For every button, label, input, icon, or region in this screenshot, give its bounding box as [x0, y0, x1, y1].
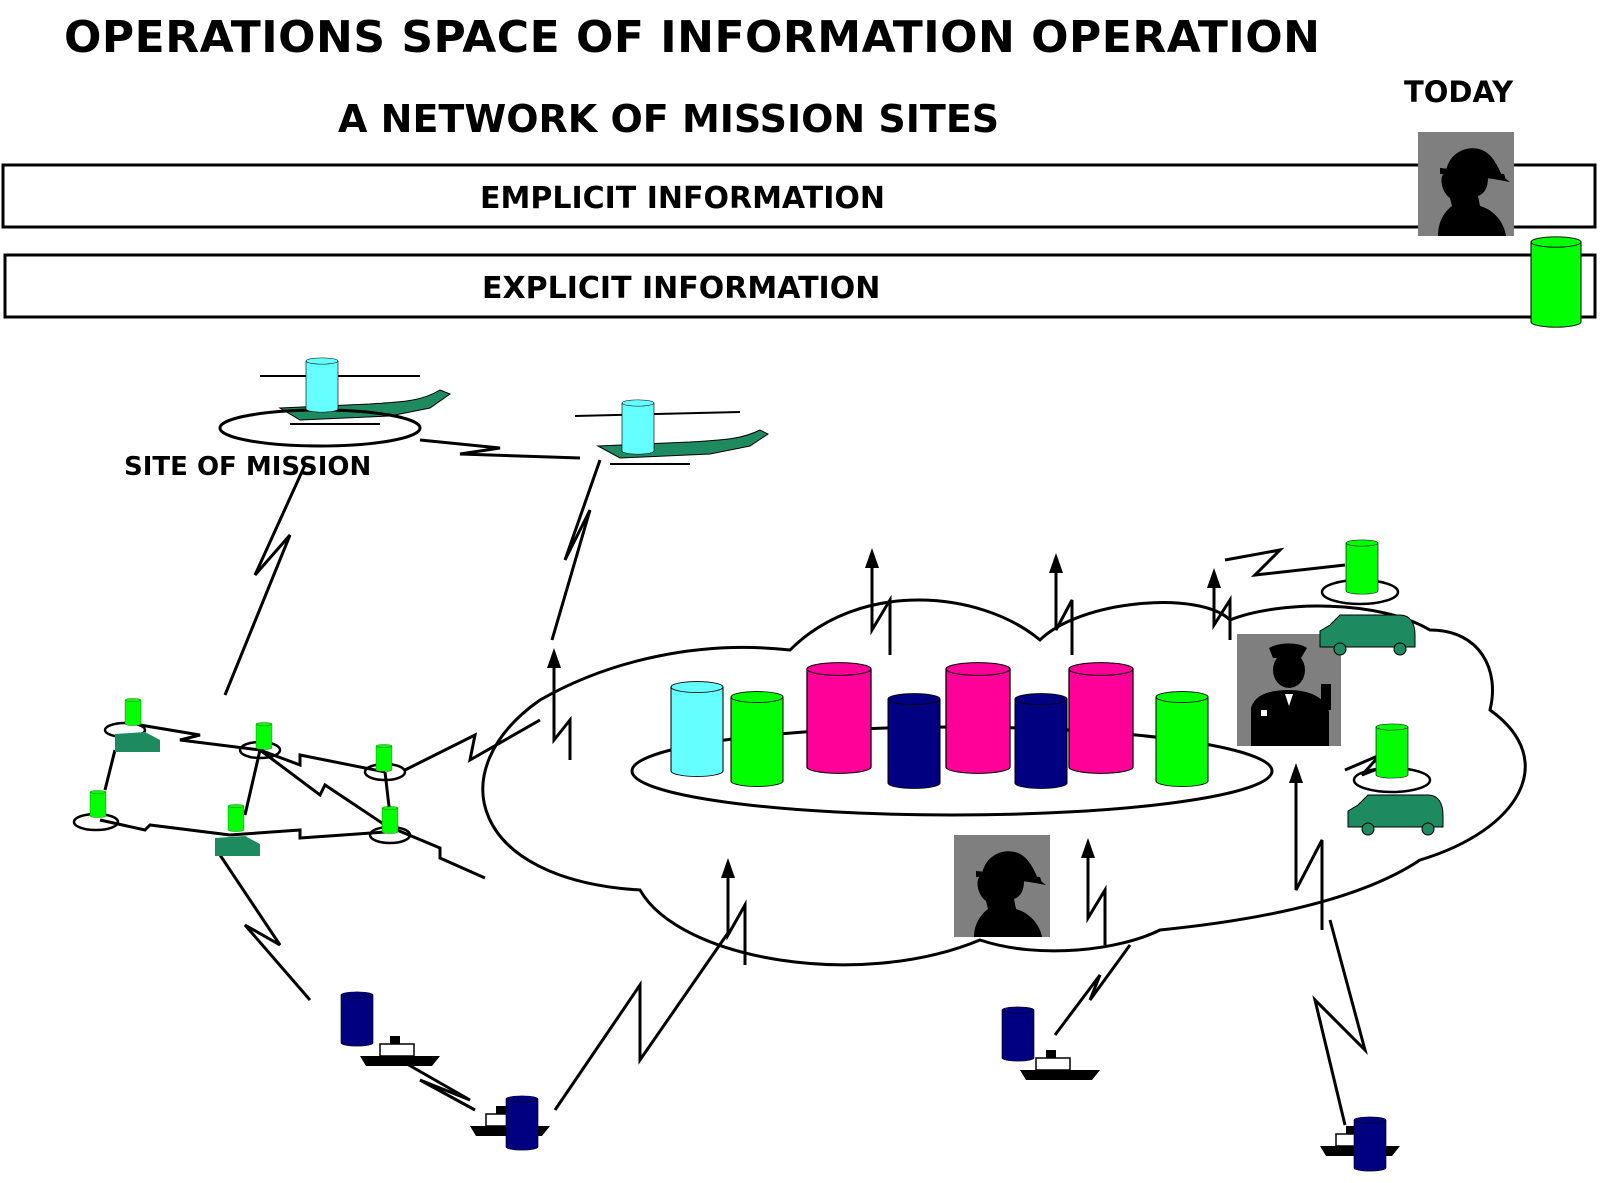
database-cylinder-icon	[1068, 661, 1134, 775]
database-cylinder-icon	[1530, 236, 1582, 328]
database-cylinder-icon	[1001, 1006, 1035, 1062]
explicit-information-label: EXPLICIT INFORMATION	[482, 271, 881, 306]
database-cylinder-icon	[340, 991, 374, 1047]
left-cluster-trucks	[115, 732, 260, 856]
truck-icon	[115, 732, 160, 752]
police-officer-icon	[1237, 634, 1341, 746]
database-cylinder-icon	[255, 722, 273, 750]
database-cylinder-icon	[1353, 1116, 1387, 1172]
left-cluster-links	[99, 723, 486, 880]
implicit-information-label: EMPLICIT INFORMATION	[480, 181, 886, 216]
truck-icon	[1347, 794, 1444, 836]
database-cylinder-icon	[730, 691, 784, 787]
arrowheads	[547, 548, 1303, 878]
site-of-mission-label: SITE OF MISSION	[124, 452, 372, 482]
firefighter-icon	[954, 835, 1050, 937]
truck-icon	[215, 836, 260, 856]
database-cylinder-icon	[887, 693, 941, 789]
central-database-row	[670, 661, 1209, 789]
database-cylinder-icon	[381, 806, 399, 834]
page-title: OPERATIONS SPACE OF INFORMATION OPERATIO…	[64, 12, 1321, 63]
explicit-information-bar	[3, 253, 1597, 319]
database-cylinder-icon	[806, 661, 872, 775]
radio-links	[218, 438, 1401, 1126]
network-cloud	[481, 598, 1527, 967]
today-label: TODAY	[1404, 75, 1514, 109]
database-cylinder-icon	[505, 1095, 539, 1151]
database-cylinder-icon	[945, 661, 1011, 775]
database-cylinder-icon	[1345, 539, 1379, 595]
ship-icon	[360, 1036, 440, 1066]
database-cylinder-icon	[89, 790, 107, 818]
database-cylinder-icon	[670, 681, 724, 777]
firefighter-icon	[1418, 132, 1514, 236]
database-cylinder-icon	[227, 804, 245, 832]
database-cylinder-icon	[375, 744, 393, 772]
page-subtitle: A NETWORK OF MISSION SITES	[338, 97, 1000, 141]
database-cylinder-icon	[621, 399, 655, 455]
database-cylinder-icon	[305, 357, 339, 413]
ship-icon	[1020, 1050, 1100, 1080]
uplink-arrows	[552, 560, 1324, 965]
database-cylinder-icon	[1014, 693, 1068, 789]
truck-icon	[1319, 614, 1416, 656]
helicopter-icon	[574, 411, 769, 465]
database-cylinder-icon	[1155, 691, 1209, 787]
database-cylinder-icon	[1375, 723, 1409, 779]
implicit-information-bar	[1, 163, 1597, 229]
helicopter-icon	[260, 375, 452, 425]
database-cylinder-icon	[124, 698, 142, 726]
